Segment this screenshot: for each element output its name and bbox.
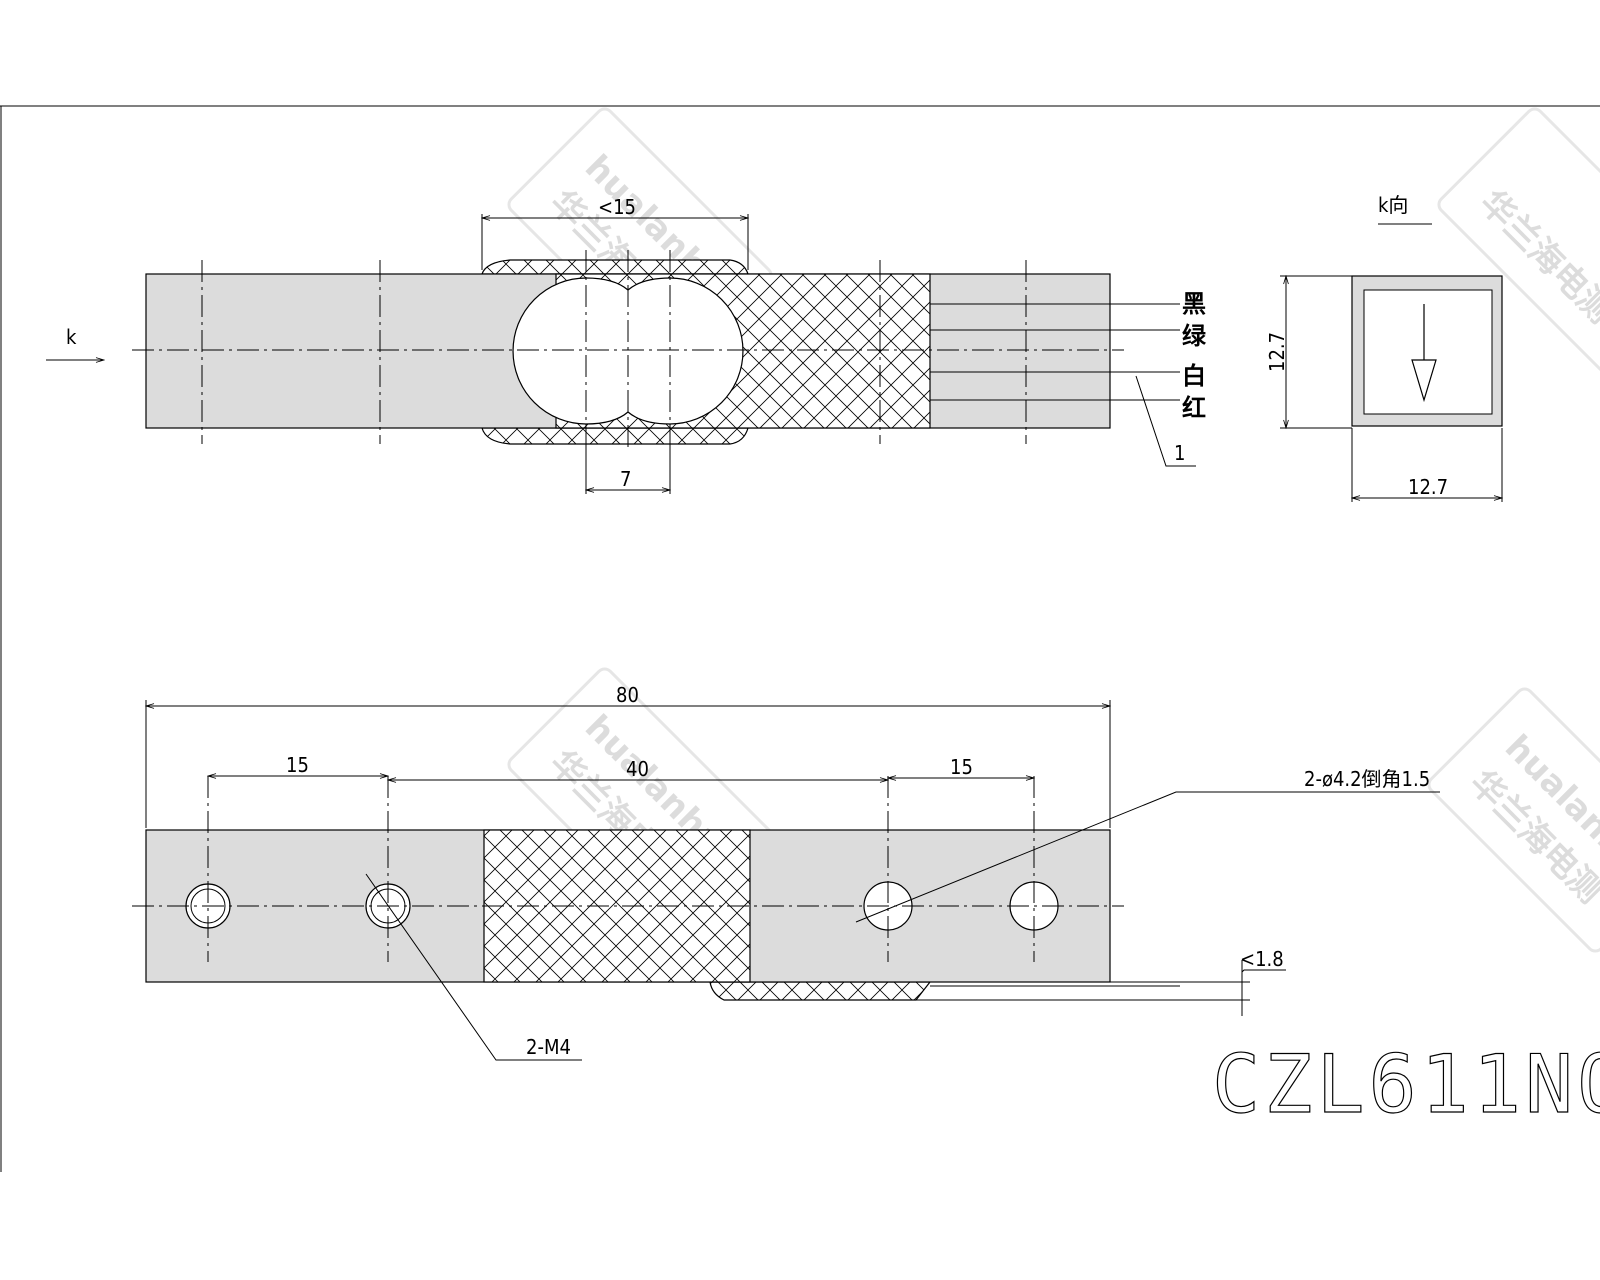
wire-label-green: 绿 (1182, 322, 1207, 350)
part-leader (1135, 375, 1196, 467)
coating-bottom (481, 427, 749, 445)
plan-view: 80 15 40 15 2-ø4.2倒角1.5 2-M4 <1.8 (132, 683, 1440, 1061)
watermark-frame (1437, 107, 1600, 373)
callout-leader (365, 873, 582, 1061)
coating-top (481, 259, 749, 275)
watermark-group: hualanhai 华兰海电测 hualanhai 华兰海电测 hualanha… (507, 107, 1600, 953)
side-view: <15 7 k 黑 绿 白 红 1 (46, 195, 1207, 494)
watermark-frame (1427, 687, 1600, 953)
callout-through-hole: 2-ø4.2倒角1.5 (1304, 767, 1430, 791)
wire-label-white: 白 (1182, 362, 1206, 390)
end-view-title: k向 (1378, 193, 1408, 217)
end-face (1363, 289, 1493, 415)
dim-end-width: 12.7 (1408, 475, 1448, 499)
coating-plan (709, 981, 932, 1001)
dim-end-height: 12.7 (1265, 332, 1289, 372)
end-view: k向 12.7 12.7 (1265, 193, 1502, 502)
dim-left: 15 (286, 753, 309, 777)
view-arrow-label: k (66, 325, 77, 349)
callout-thickness: <1.8 (1240, 947, 1284, 971)
dim-bottom-label: 7 (620, 467, 631, 491)
dim-overall: 80 (616, 683, 639, 707)
load-direction-arrow (1411, 304, 1437, 403)
callout-thread: 2-M4 (526, 1035, 571, 1059)
callout-leader (1241, 969, 1286, 973)
callout-leader (855, 791, 1440, 923)
wire-label-black: 黑 (1182, 290, 1206, 318)
sheet-border (0, 105, 1600, 1172)
wire-label-red: 红 (1182, 394, 1206, 422)
dim-right: 15 (950, 755, 973, 779)
dim-middle: 40 (626, 757, 649, 781)
part-number: 1 (1174, 441, 1185, 465)
model-number: CZL611NQC (1212, 1038, 1600, 1131)
dim-top-label: <15 (598, 195, 636, 219)
